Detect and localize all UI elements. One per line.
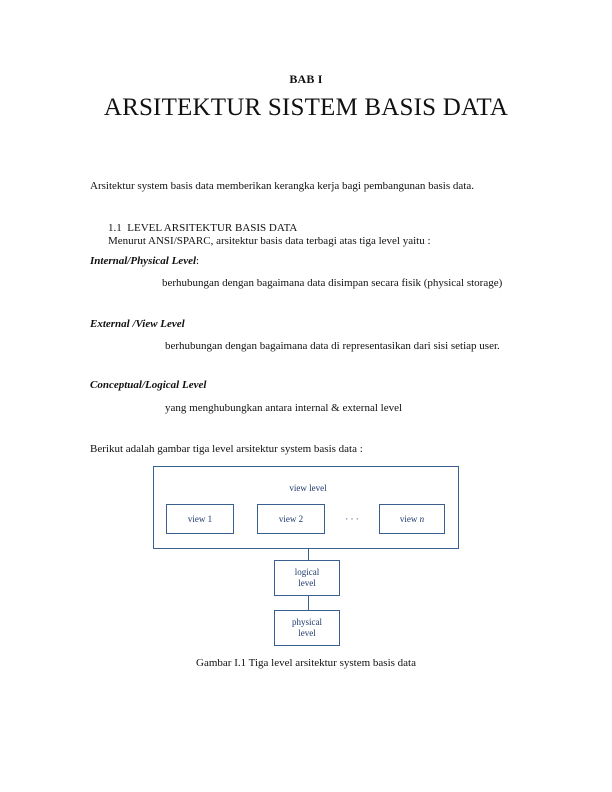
view-1-box <box>166 504 234 534</box>
level-term-internal: Internal/Physical Level: <box>90 255 200 267</box>
page-title: ARSITEKTUR SISTEM BASIS DATA <box>103 94 509 121</box>
architecture-diagram: view level view 1 view 2 · · · view n lo… <box>153 466 459 650</box>
view-2-label: view 2 <box>279 514 303 524</box>
level-term-conceptual: Conceptual/Logical Level <box>90 379 207 391</box>
figure-caption: Gambar I.1 Tiga level arsitektur system … <box>196 657 416 669</box>
logical-level-box <box>274 560 340 596</box>
logical-level-label-line1: logical <box>295 567 320 577</box>
physical-level-label-line1: physical <box>292 617 322 627</box>
section-heading: 1.1 LEVEL ARSITEKTUR BASIS DATA <box>108 221 297 235</box>
intro-paragraph: Arsitektur system basis data memberikan … <box>90 180 474 192</box>
logical-level-label-line2: level <box>298 578 316 588</box>
level-description-internal: berhubungan dengan bagaimana data disimp… <box>162 277 503 289</box>
view-1-label: view 1 <box>188 514 212 524</box>
figure-intro: Berikut adalah gambar tiga level arsitek… <box>90 443 363 455</box>
view-level-label: view level <box>289 483 327 493</box>
level-term-external: External /View Level <box>90 318 185 330</box>
view-n-label: view n <box>400 514 425 524</box>
view-level-box <box>153 466 459 549</box>
view-n-box <box>379 504 445 534</box>
level-description-conceptual: yang menghubungkan antara internal & ext… <box>165 402 403 414</box>
section-intro: Menurut ANSI/SPARC, arsitektur basis dat… <box>108 235 431 247</box>
architecture-diagram-svg: view level view 1 view 2 · · · view n lo… <box>153 466 459 646</box>
section-title: LEVEL ARSITEKTUR BASIS DATA <box>127 222 298 234</box>
level-description-external: berhubungan dengan bagaimana data di rep… <box>165 340 500 352</box>
section-number: 1.1 <box>108 222 122 234</box>
view-2-box <box>257 504 325 534</box>
view-ellipsis: · · · <box>345 514 359 524</box>
physical-level-label-line2: level <box>298 628 316 638</box>
physical-level-box <box>274 610 340 646</box>
chapter-heading: BAB I <box>289 72 323 86</box>
